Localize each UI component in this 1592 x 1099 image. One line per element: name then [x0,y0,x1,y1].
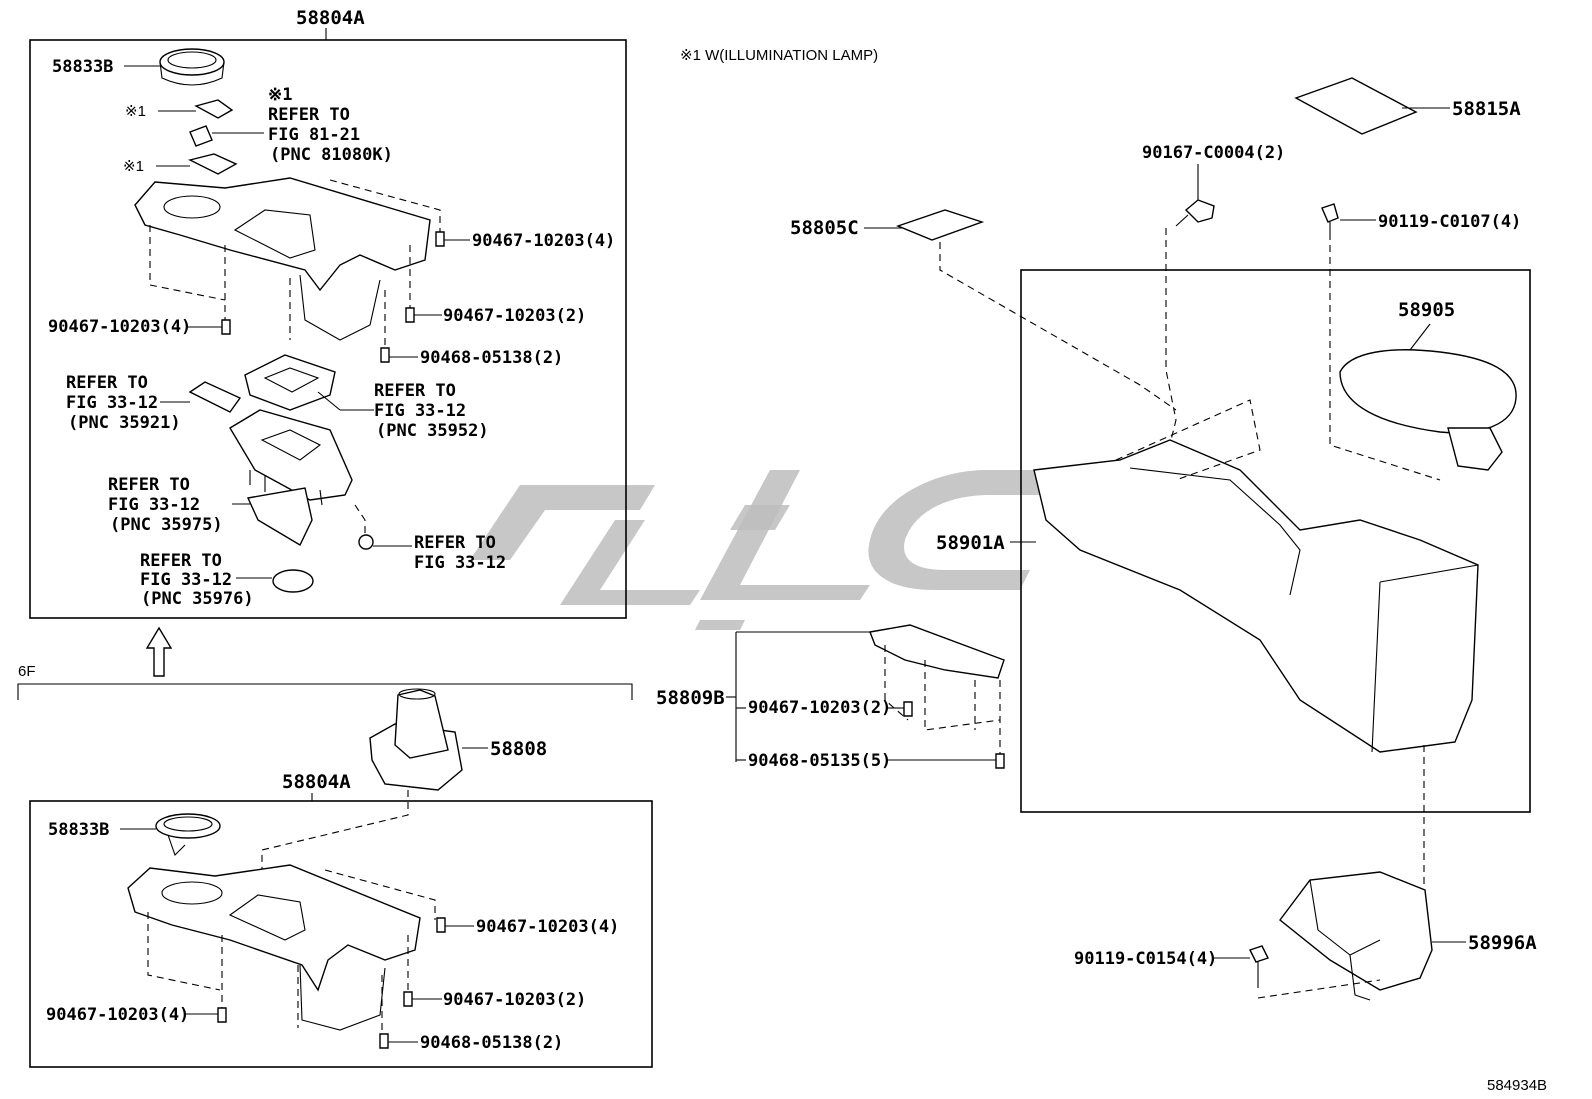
lid-part: 58805C [790,209,1177,411]
upper-clip-right-1: 90467-10203(4) [435,231,615,251]
svg-text:90467-10203(4): 90467-10203(4) [476,917,619,937]
svg-text:58805C: 58805C [790,217,859,239]
svg-text:58815A: 58815A [1452,98,1521,120]
svg-text:90467-10203(4): 90467-10203(4) [48,317,191,337]
lamp-part-1 [194,99,234,119]
svg-text:REFER TO: REFER TO [414,533,496,553]
svg-text:90467-10203(2): 90467-10203(2) [443,990,586,1010]
lower-ring-part [155,813,221,857]
svg-text:FIG 33-12: FIG 33-12 [140,570,232,590]
section-6f: 6F [17,663,633,700]
lamp-mark-2: ※1 [123,158,144,175]
watermark-logo [470,470,1075,630]
mat-part: 58815A [1294,77,1521,135]
svg-text:※1: ※1 [268,85,292,105]
svg-text:90468-05138(2): 90468-05138(2) [420,1033,563,1053]
console-body: 58901A [936,399,1479,753]
svg-text:FIG 33-12: FIG 33-12 [374,401,466,421]
refer-screw: REFER TO FIG 33-12 [354,504,506,573]
lamp-part-2 [187,153,238,175]
svg-text:(PNC 35952): (PNC 35952) [376,421,489,441]
svg-text:58905: 58905 [1398,299,1455,321]
refer-35976: REFER TO FIG 33-12 (PNC 35976) [140,551,314,609]
upper-console-panel [134,177,441,352]
lower-clip-right-1: 90467-10203(4) [436,917,619,937]
ring-part [159,48,225,86]
upper-assembly-frame [29,39,627,619]
upper-ring-label: 58833B [52,57,113,77]
svg-text:90468-05135(5): 90468-05135(5) [748,751,891,771]
svg-text:REFER TO: REFER TO [108,475,190,495]
lower-clip-left: 90467-10203(4) [46,1005,227,1025]
svg-text:(PNC 81080K): (PNC 81080K) [270,145,393,165]
figure-id: 584934B [1487,1077,1547,1094]
lower-clip-bottom: 90468-05138(2) [379,1033,563,1053]
svg-text:90167-C0004(2): 90167-C0004(2) [1142,143,1285,163]
svg-text:6F: 6F [18,663,36,680]
right-side: 58815A 90167-C0004(2) 90119-C0107(4) 588… [656,77,1537,1001]
armrest-part: 58905 [1339,299,1517,471]
svg-text:58901A: 58901A [936,532,1005,554]
svg-text:(PNC 35921): (PNC 35921) [68,413,181,433]
svg-text:90468-05138(2): 90468-05138(2) [420,348,563,368]
svg-text:REFER TO: REFER TO [268,105,350,125]
svg-text:FIG 33-12: FIG 33-12 [66,393,158,413]
svg-text:90119-C0154(4): 90119-C0154(4) [1074,949,1217,969]
boot-label: 58808 [490,738,547,760]
refer-35952: REFER TO FIG 33-12 (PNC 35952) [340,381,489,441]
lower-assembly-title: 58804A [282,771,351,793]
up-arrow [145,626,173,677]
svg-text:FIG 33-12: FIG 33-12 [414,553,506,573]
upper-clip-right-2: 90467-10203(2) [405,306,586,326]
svg-text:REFER TO: REFER TO [374,381,456,401]
upper-clip-left: 90467-10203(4) [48,317,231,337]
svg-text:90467-10203(4): 90467-10203(4) [46,1005,189,1025]
upper-assembly-title: 58804A [296,7,365,29]
shift-boot: 58808 [369,688,547,791]
svg-text:90119-C0107(4): 90119-C0107(4) [1378,212,1521,232]
bracket-part: 58996A [1279,745,1537,1001]
shifter-housing [229,409,353,506]
lower-assembly-frame [29,800,653,1068]
upper-clip-bottom: 90468-05138(2) [380,347,563,368]
svg-text:90467-10203(4): 90467-10203(4) [472,231,615,251]
lower-assembly: 58808 58804A 58833B [29,688,653,1068]
svg-text:58996A: 58996A [1468,932,1537,954]
bracket-bolt: 90119-C0154(4) [1074,945,1381,999]
shift-plate [244,354,341,411]
screw-top: 90167-C0004(2) [1142,143,1285,461]
lower-ring-label: 58833B [48,820,109,840]
refer-fig-81: ※1 REFER TO FIG 81-21 (PNC 81080K) [268,85,393,165]
refer-35921: REFER TO FIG 33-12 (PNC 35921) [66,373,242,433]
svg-text:58809B: 58809B [656,687,725,709]
side-panel: 58809B 90467-10203(2) 90468-05135(5) [656,624,1005,771]
svg-text:(PNC 35975): (PNC 35975) [110,515,223,535]
svg-text:90467-10203(2): 90467-10203(2) [443,306,586,326]
lower-console-panel [127,864,436,1035]
refer-35975: REFER TO FIG 33-12 (PNC 35975) [108,475,313,546]
lamp-mark-1: ※1 [125,103,146,120]
svg-text:90467-10203(2): 90467-10203(2) [748,698,891,718]
console-box-frame [1020,269,1531,813]
lower-clip-right-2: 90467-10203(2) [403,990,586,1010]
svg-text:FIG 33-12: FIG 33-12 [108,495,200,515]
bolt-top: 90119-C0107(4) [1321,203,1521,481]
svg-text:REFER TO: REFER TO [66,373,148,393]
upper-assembly: 58804A 58833B ※1 ※1 ※1 REFER TO FIG 81-2… [29,7,627,619]
svg-text:REFER TO: REFER TO [140,551,222,571]
svg-text:(PNC 35976): (PNC 35976) [141,589,254,609]
illumination-note: ※1 W(ILLUMINATION LAMP) [680,47,878,64]
lamp-switch-part [189,125,213,147]
svg-text:FIG 81-21: FIG 81-21 [268,125,360,145]
